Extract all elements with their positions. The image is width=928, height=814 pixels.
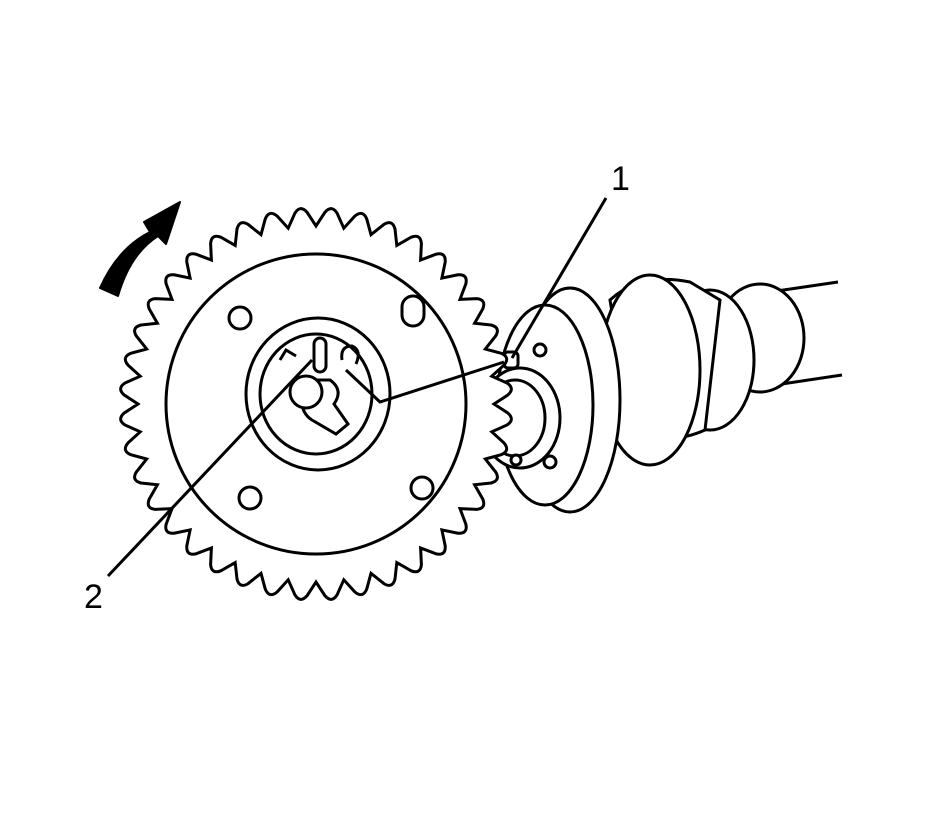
- alignment-guide-line: [344, 360, 505, 404]
- cam-bolt-hole-right: [542, 454, 558, 470]
- sprocket-bolt-hole: [237, 485, 263, 511]
- sprocket-slot-hole: [400, 294, 426, 328]
- callout-label-1: 1: [611, 160, 630, 198]
- sprocket-bolt-hole: [227, 305, 253, 331]
- sprocket-bore: [288, 374, 324, 410]
- camshaft: [478, 273, 843, 514]
- callout-leader-2: [106, 358, 314, 578]
- callout-leader-1: [510, 197, 608, 359]
- cam-bolt-hole-top: [532, 342, 548, 358]
- sprocket-hook: [340, 344, 360, 365]
- curved-arrow-icon: [99, 201, 181, 297]
- sprocket-bolt-hole: [409, 475, 435, 501]
- cam-sprocket: [119, 207, 513, 601]
- sprocket-pin: [312, 336, 328, 374]
- cam-bolt-hole-bottom: [509, 453, 523, 467]
- sprocket-notch: [278, 347, 297, 361]
- callout-label-2: 2: [84, 578, 103, 616]
